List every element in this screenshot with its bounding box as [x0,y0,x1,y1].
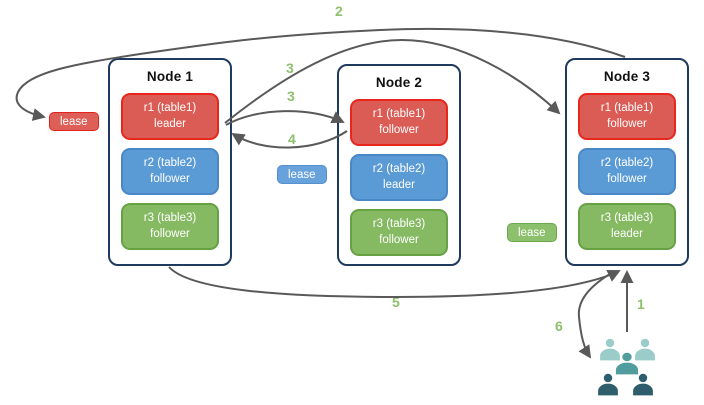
replica-range: r3 (table3) [143,212,197,225]
step-label-5: 5 [392,294,400,310]
node-1-title: Node 1 [146,69,194,84]
arrow-step3-to-node2 [225,110,345,126]
step-label-6: 6 [555,318,563,334]
step-label-3a: 3 [286,60,294,76]
lease-tag-green: lease [507,223,557,242]
node-1-replica-r2: r2 (table2) follower [121,148,219,195]
step-label-2: 2 [335,3,343,19]
replica-role: follower [150,227,190,240]
node-3-replica-r3: r3 (table3) leader [578,203,676,250]
node-1: Node 1 r1 (table1) leader r2 (table2) fo… [108,58,232,266]
users-group-icon [596,337,657,397]
step-label-1: 1 [637,296,645,312]
node-2: Node 2 r1 (table1) follower r2 (table2) … [337,64,461,266]
replica-role: follower [607,117,647,130]
replica-role: follower [607,172,647,185]
step-label-3b: 3 [287,88,295,104]
replica-range: r2 (table2) [143,157,197,170]
node-3-replica-r1: r1 (table1) follower [578,93,676,140]
node-2-replica-r3: r3 (table3) follower [350,209,448,256]
arrow-step5 [168,266,621,299]
replica-range: r1 (table1) [372,108,426,121]
arrow-step6 [577,270,616,359]
node-2-title: Node 2 [375,75,423,90]
replica-role: follower [379,233,419,246]
replica-range: r2 (table2) [372,163,426,176]
replica-role: leader [154,117,186,130]
node-1-replica-r1: r1 (table1) leader [121,93,219,140]
replica-role: follower [150,172,190,185]
node-3-replica-r2: r2 (table2) follower [578,148,676,195]
replica-range: r3 (table3) [372,218,426,231]
replica-range: r2 (table2) [600,157,654,170]
replica-role: follower [379,123,419,136]
replica-range: r1 (table1) [143,102,197,115]
node-2-replica-r1: r1 (table1) follower [350,99,448,146]
replica-role: leader [611,227,643,240]
step-label-4: 4 [288,131,296,147]
replica-role: leader [383,178,415,191]
node-3-title: Node 3 [603,69,651,84]
node-3: Node 3 r1 (table1) follower r2 (table2) … [565,58,689,266]
node-1-replica-r3: r3 (table3) follower [121,203,219,250]
lease-tag-red: lease [49,112,99,131]
lease-tag-blue: lease [277,165,327,184]
node-2-replica-r2: r2 (table2) leader [350,154,448,201]
replica-range: r1 (table1) [600,102,654,115]
replica-range: r3 (table3) [600,212,654,225]
